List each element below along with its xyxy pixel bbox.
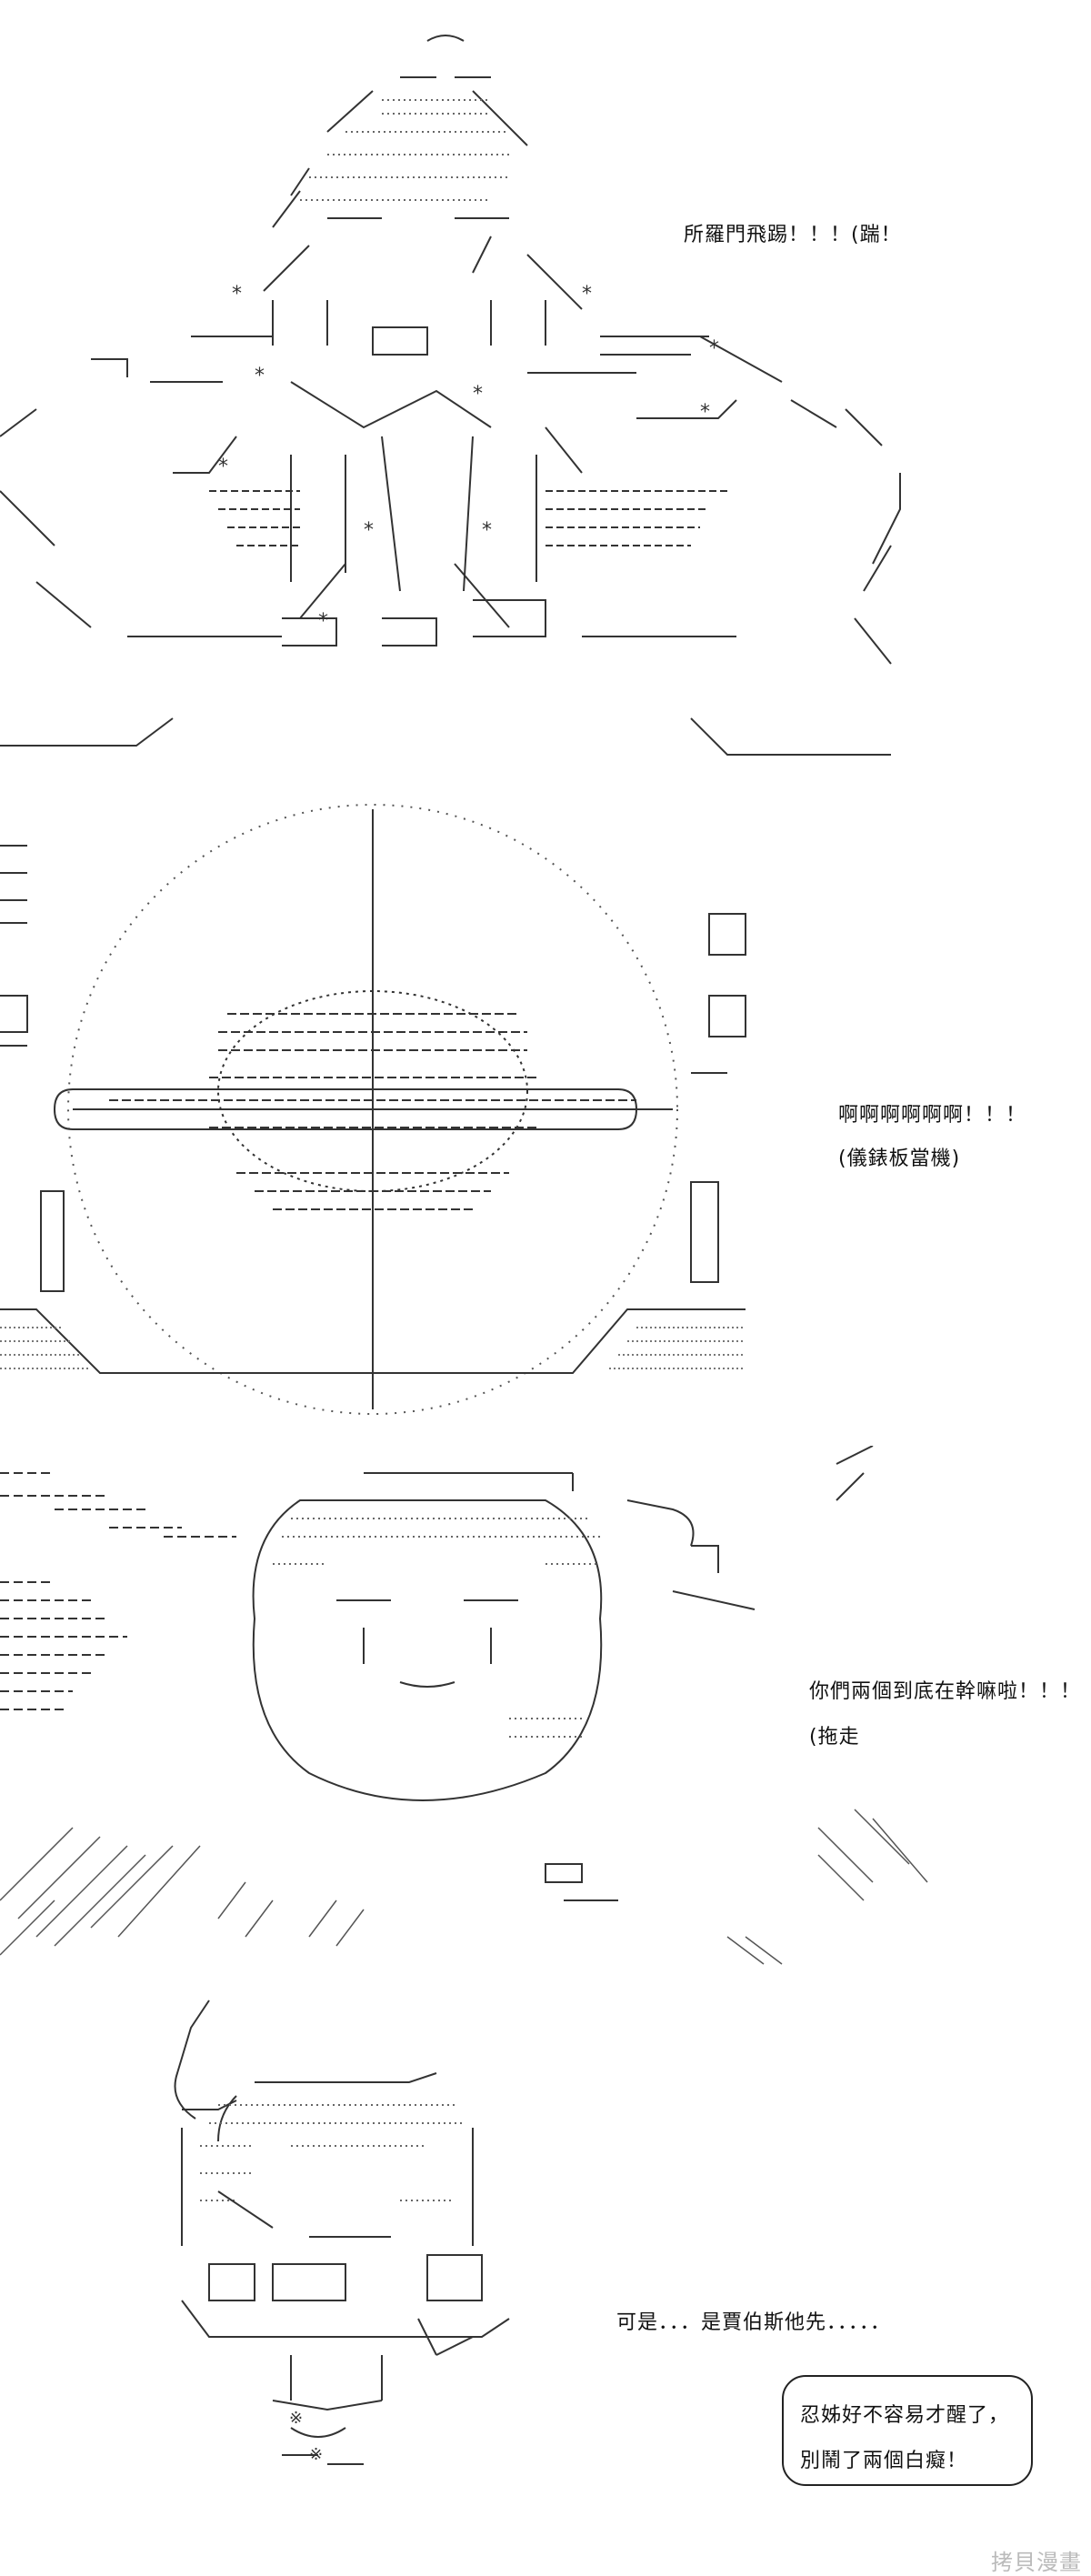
svg-text:*: * <box>482 519 492 542</box>
ascii-art-kick-figure: * * * * * * * * * * <box>0 35 901 756</box>
sound-effect-text: 所羅門飛踢！！！(踹！ <box>684 224 902 246</box>
drag-aside-text: (拖走 <box>809 1726 860 1749</box>
svg-text:※: ※ <box>309 2445 323 2464</box>
speech-bubble <box>782 2375 1033 2486</box>
svg-text:*: * <box>232 283 242 306</box>
svg-text:*: * <box>218 456 228 478</box>
svg-text:*: * <box>709 337 719 360</box>
svg-text:*: * <box>364 519 374 542</box>
aside-text: (儀錶板當機) <box>838 1148 961 1170</box>
ascii-art-sitting-figure: ※ ※ <box>174 2000 510 2465</box>
panel-dashboard-crash: 啊啊啊啊啊啊！！！ (儀錶板當機) <box>0 773 1091 1446</box>
panel-flying-kick: * * * * * * * * * * 所羅門飛踢！！！(踹！ <box>0 0 1091 773</box>
watermark: 拷貝漫畫 <box>991 2550 1082 2575</box>
bubble-line-1: 忍姊好不容易才醒了， <box>800 2404 1010 2427</box>
scolding-text: 你們兩個到底在幹嘛啦！！！ <box>809 1680 1082 1703</box>
svg-text:*: * <box>473 383 483 406</box>
excuse-text: 可是．．．是賈伯斯他先．．．．． <box>616 2311 892 2334</box>
svg-text:※: ※ <box>289 2409 303 2428</box>
ascii-art-crosshair-sphere <box>0 804 746 1415</box>
panel-drag-away: 你們兩個到底在幹嘛啦！！！ (拖走 <box>0 1446 1091 1973</box>
svg-text:*: * <box>255 365 265 387</box>
bubble-line-2: 別鬧了兩個白癡！ <box>800 2450 968 2472</box>
ascii-art-drag-scene <box>0 1446 928 1965</box>
svg-text:*: * <box>582 283 592 306</box>
svg-text:*: * <box>700 401 710 424</box>
scream-text: 啊啊啊啊啊啊！！！ <box>838 1104 1027 1127</box>
svg-text:*: * <box>318 610 328 633</box>
panel-excuse: ※ ※ 可是．．．是賈伯斯他先．．．．． 忍姊好不容易才醒了， 別鬧了兩個白癡！ <box>0 1973 1091 2576</box>
